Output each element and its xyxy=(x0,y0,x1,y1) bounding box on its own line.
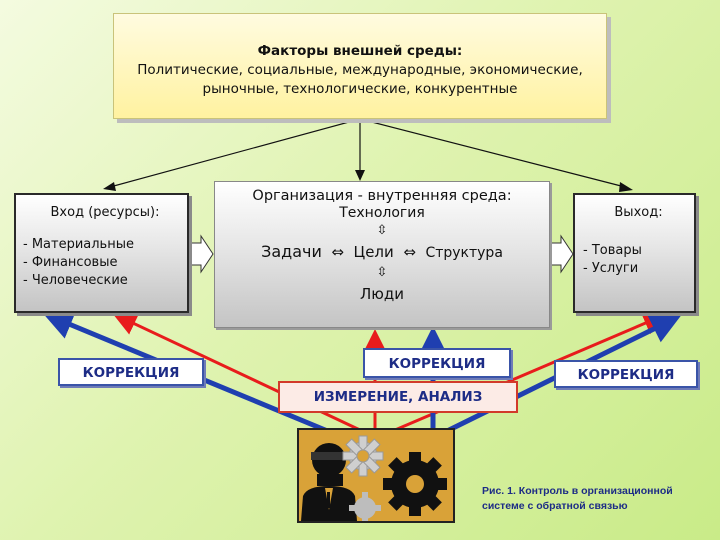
input-to-org-arrow xyxy=(190,234,214,274)
measurement-analysis-label: ИЗМЕРЕНИЕ, АНАЛИЗ xyxy=(278,381,518,413)
input-box: Вход (ресурсы): - Материальные - Финансо… xyxy=(14,193,189,313)
organization-technology: Технология xyxy=(339,205,425,221)
env-to-org-head xyxy=(355,170,365,181)
env-to-output-line xyxy=(359,118,626,188)
environment-line-2: рыночные, технологические, конкурентные xyxy=(202,81,518,97)
env-to-input-head xyxy=(103,182,116,191)
external-environment-box: Факторы внешней среды: Политические, соц… xyxy=(113,13,607,119)
figure-caption: Рис. 1. Контроль в организационной систе… xyxy=(482,484,712,514)
output-title: Выход: xyxy=(614,205,663,220)
leftright-arrow-icon: ⇔ xyxy=(403,243,416,261)
env-to-output-head xyxy=(619,182,633,192)
leftright-arrow-icon: ⇔ xyxy=(331,243,344,261)
flow-arrows xyxy=(190,234,574,274)
env-to-input-line xyxy=(109,118,361,188)
environment-arrows xyxy=(103,118,633,192)
organization-title: Организация - внутренняя среда: xyxy=(252,188,512,204)
updown-arrow-icon: ⇳ xyxy=(376,223,388,238)
correction-left-label: КОРРЕКЦИЯ xyxy=(58,358,204,386)
output-item: - Товары xyxy=(583,243,642,258)
organization-goals: Цели xyxy=(353,243,394,261)
input-item: - Финансовые xyxy=(23,255,118,270)
organization-people: Люди xyxy=(359,285,405,303)
org-to-output-arrow xyxy=(550,234,574,274)
organization-row: Задачи ⇔ Цели ⇔ Структура xyxy=(215,242,549,261)
output-box: Выход: - Товары - Услуги xyxy=(573,193,696,313)
environment-line-1: Политические, социальные, международные,… xyxy=(137,62,583,78)
caption-line-2: системе с обратной связью xyxy=(482,500,628,512)
updown-arrow-icon: ⇳ xyxy=(376,265,388,280)
input-title: Вход (ресурсы): xyxy=(50,205,160,220)
organization-tasks: Задачи xyxy=(261,242,322,261)
gears-icon xyxy=(299,430,453,521)
output-item: - Услуги xyxy=(583,261,639,276)
caption-line-1: Рис. 1. Контроль в организационной xyxy=(482,485,673,497)
correction-right-label: КОРРЕКЦИЯ xyxy=(554,360,698,388)
environment-title: Факторы внешней среды: xyxy=(257,43,463,59)
organization-box: Организация - внутренняя среда: Технолог… xyxy=(214,181,550,328)
organization-structure: Структура xyxy=(425,245,503,261)
input-item: - Человеческие xyxy=(23,273,128,288)
manager-gears-illustration xyxy=(297,428,455,523)
input-item: - Материальные xyxy=(23,237,134,252)
correction-center-label: КОРРЕКЦИЯ xyxy=(363,348,511,378)
